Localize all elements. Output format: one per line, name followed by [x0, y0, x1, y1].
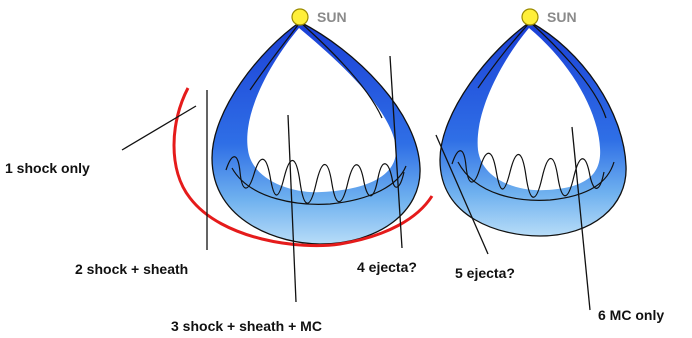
right-ejecta-shell [440, 22, 626, 236]
right-cme [440, 22, 626, 236]
sun-icon [522, 9, 538, 25]
right-sun: SUN [522, 9, 577, 25]
label-shock-only: 1 shock only [5, 160, 90, 176]
left-sun: SUN [292, 9, 347, 25]
label-ejecta-4: 4 ejecta? [357, 259, 417, 275]
sun-label: SUN [317, 9, 347, 25]
sun-label: SUN [547, 9, 577, 25]
label-shock-sheath: 2 shock + sheath [75, 261, 188, 277]
trajectory-line-1 [122, 106, 196, 150]
sun-icon [292, 9, 308, 25]
label-ejecta-5: 5 ejecta? [455, 265, 515, 281]
label-mc-only: 6 MC only [598, 307, 664, 323]
left-ejecta-shell [212, 22, 420, 244]
left-cme [174, 22, 432, 246]
label-shock-sheath-mc: 3 shock + sheath + MC [171, 318, 322, 334]
